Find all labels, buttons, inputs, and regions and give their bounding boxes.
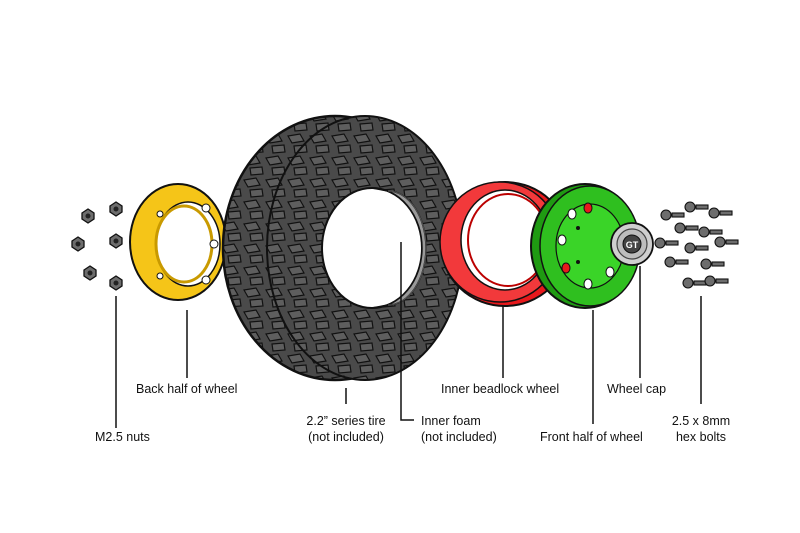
wheel-cap: GT: [610, 222, 654, 266]
label-tire-line2: (not included): [308, 430, 384, 444]
nut: [109, 233, 123, 249]
bolt: [664, 256, 689, 268]
label-foam-line2: (not included): [421, 430, 497, 444]
bolt: [654, 237, 679, 249]
cap-logo: GT: [626, 240, 639, 250]
back-half-wheel: [129, 183, 227, 301]
label-bolts-line2: hex bolts: [675, 430, 727, 444]
nut: [109, 275, 123, 291]
inner-beadlock-wheel: [439, 181, 570, 307]
tire: [221, 114, 464, 382]
m2-5-nuts: [71, 201, 123, 291]
nut: [109, 201, 123, 217]
label-back-half: Back half of wheel: [136, 382, 238, 396]
label-bolts-line1: 2.5 x 8mm: [671, 414, 731, 428]
bolt: [674, 222, 699, 234]
nut: [81, 208, 95, 224]
label-nuts: M2.5 nuts: [95, 430, 150, 444]
bolt: [682, 277, 707, 289]
label-beadlock: Inner beadlock wheel: [441, 382, 560, 396]
bolt: [684, 242, 709, 254]
bolt: [660, 209, 685, 221]
nut: [71, 236, 85, 252]
leader-foam: [400, 242, 414, 421]
bolt: [700, 258, 725, 270]
leader-lines: [115, 242, 702, 428]
hex-bolts: [654, 201, 739, 289]
label-tire-line1: 2.2” series tire: [306, 414, 386, 428]
bolt: [698, 226, 723, 238]
label-front-half: Front half of wheel: [540, 430, 643, 444]
bolt: [708, 207, 733, 219]
nut: [83, 265, 97, 281]
label-foam-line1: Inner foam: [421, 414, 481, 428]
bolt: [714, 236, 739, 248]
bolt: [704, 275, 729, 287]
label-tire: 2.2” series tire (not included): [300, 413, 392, 445]
label-bolts: 2.5 x 8mm hex bolts: [664, 413, 738, 445]
bolt: [684, 201, 709, 213]
label-wheel-cap: Wheel cap: [607, 382, 667, 396]
label-foam: Inner foam (not included): [421, 413, 497, 445]
